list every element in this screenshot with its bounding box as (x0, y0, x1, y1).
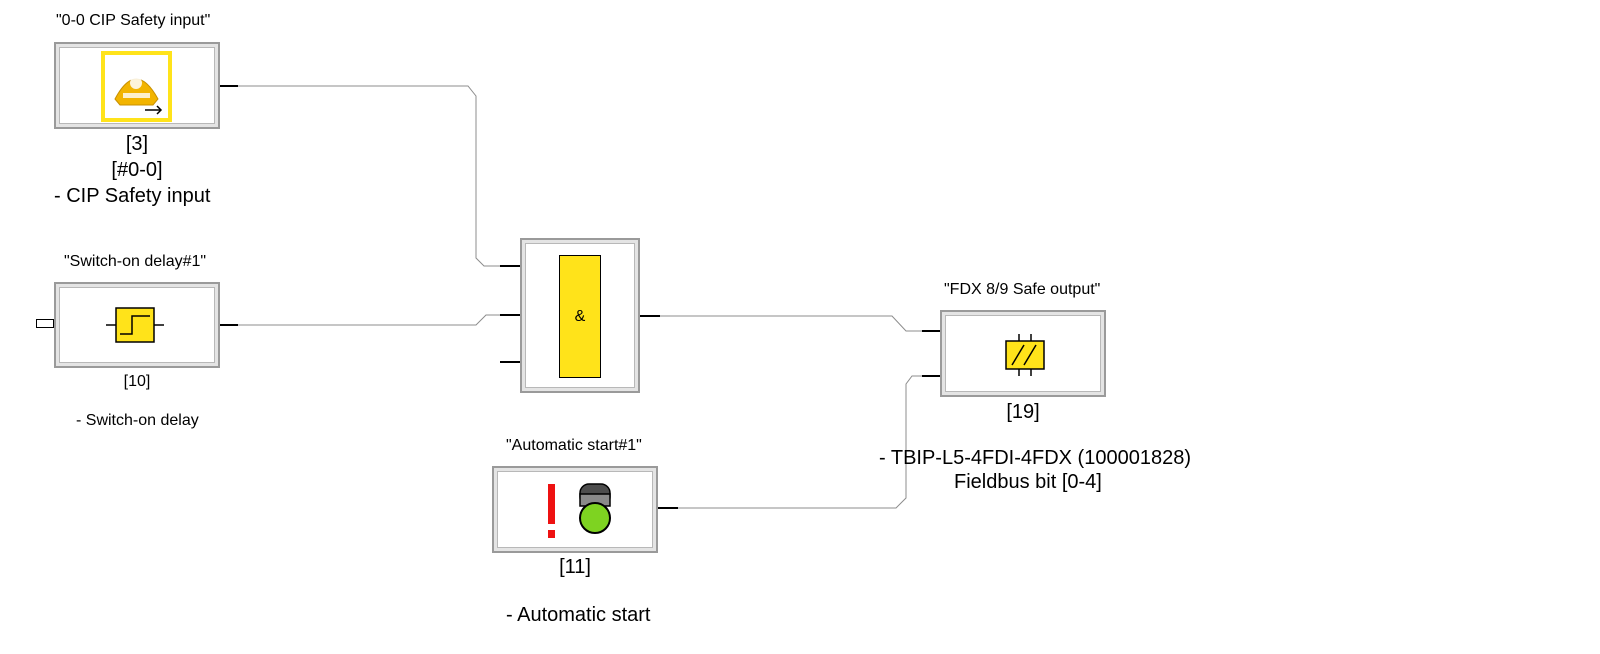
fdx-safe-output-block[interactable] (940, 310, 1106, 397)
fdx-input-pin-1[interactable] (922, 330, 940, 332)
and-input-pin-1[interactable] (500, 265, 520, 267)
fdx-output-detail: Fieldbus bit [0-4] (954, 471, 1102, 493)
fdx-input-pin-2[interactable] (922, 375, 940, 377)
automatic-start-block[interactable] (492, 466, 658, 553)
auto-start-title: "Automatic start#1" (506, 437, 642, 454)
wire-and-to-fdx (640, 315, 922, 332)
delay-output-pin[interactable] (220, 324, 238, 326)
safe-output-icon (1005, 334, 1045, 376)
and-gate-symbol: & (574, 307, 586, 325)
cip-input-title: "0-0 CIP Safety input" (56, 12, 211, 29)
wire-delay-to-and (234, 314, 510, 326)
cip-safety-input-block[interactable] (54, 42, 220, 129)
fdx-output-description: - TBIP-L5-4FDI-4FDX (100001828) (879, 447, 1191, 469)
fdx-output-id: [19] (1006, 401, 1040, 423)
wire-cip-to-and (234, 85, 510, 267)
and-input-pin-2[interactable] (500, 314, 520, 316)
cip-output-pin[interactable] (220, 85, 238, 87)
fdx-output-title: "FDX 8/9 Safe output" (944, 281, 1101, 298)
auto-start-output-pin[interactable] (658, 507, 678, 509)
switch-delay-description: - Switch-on delay (76, 412, 199, 429)
safety-input-icon (101, 51, 172, 122)
auto-start-description: - Automatic start (506, 604, 651, 626)
delay-input-terminal[interactable] (36, 319, 54, 328)
lamp-icon (579, 483, 611, 534)
switch-on-delay-block[interactable] (54, 282, 220, 368)
auto-start-id: [11] (559, 556, 591, 578)
and-gate-body: & (559, 255, 601, 378)
wire-start-to-fdx (676, 375, 922, 509)
cip-input-id: [3] (125, 133, 149, 155)
and-output-pin[interactable] (640, 315, 660, 317)
cip-input-address: [#0-0] (111, 159, 163, 181)
and-input-pin-3[interactable] (500, 361, 520, 363)
exclamation-icon (548, 484, 555, 538)
delay-timer-icon (106, 307, 164, 343)
switch-delay-title: "Switch-on delay#1" (64, 253, 207, 270)
and-gate-block[interactable]: & (520, 238, 640, 393)
cip-input-description: - CIP Safety input (54, 185, 211, 207)
switch-delay-id: [10] (123, 373, 151, 390)
